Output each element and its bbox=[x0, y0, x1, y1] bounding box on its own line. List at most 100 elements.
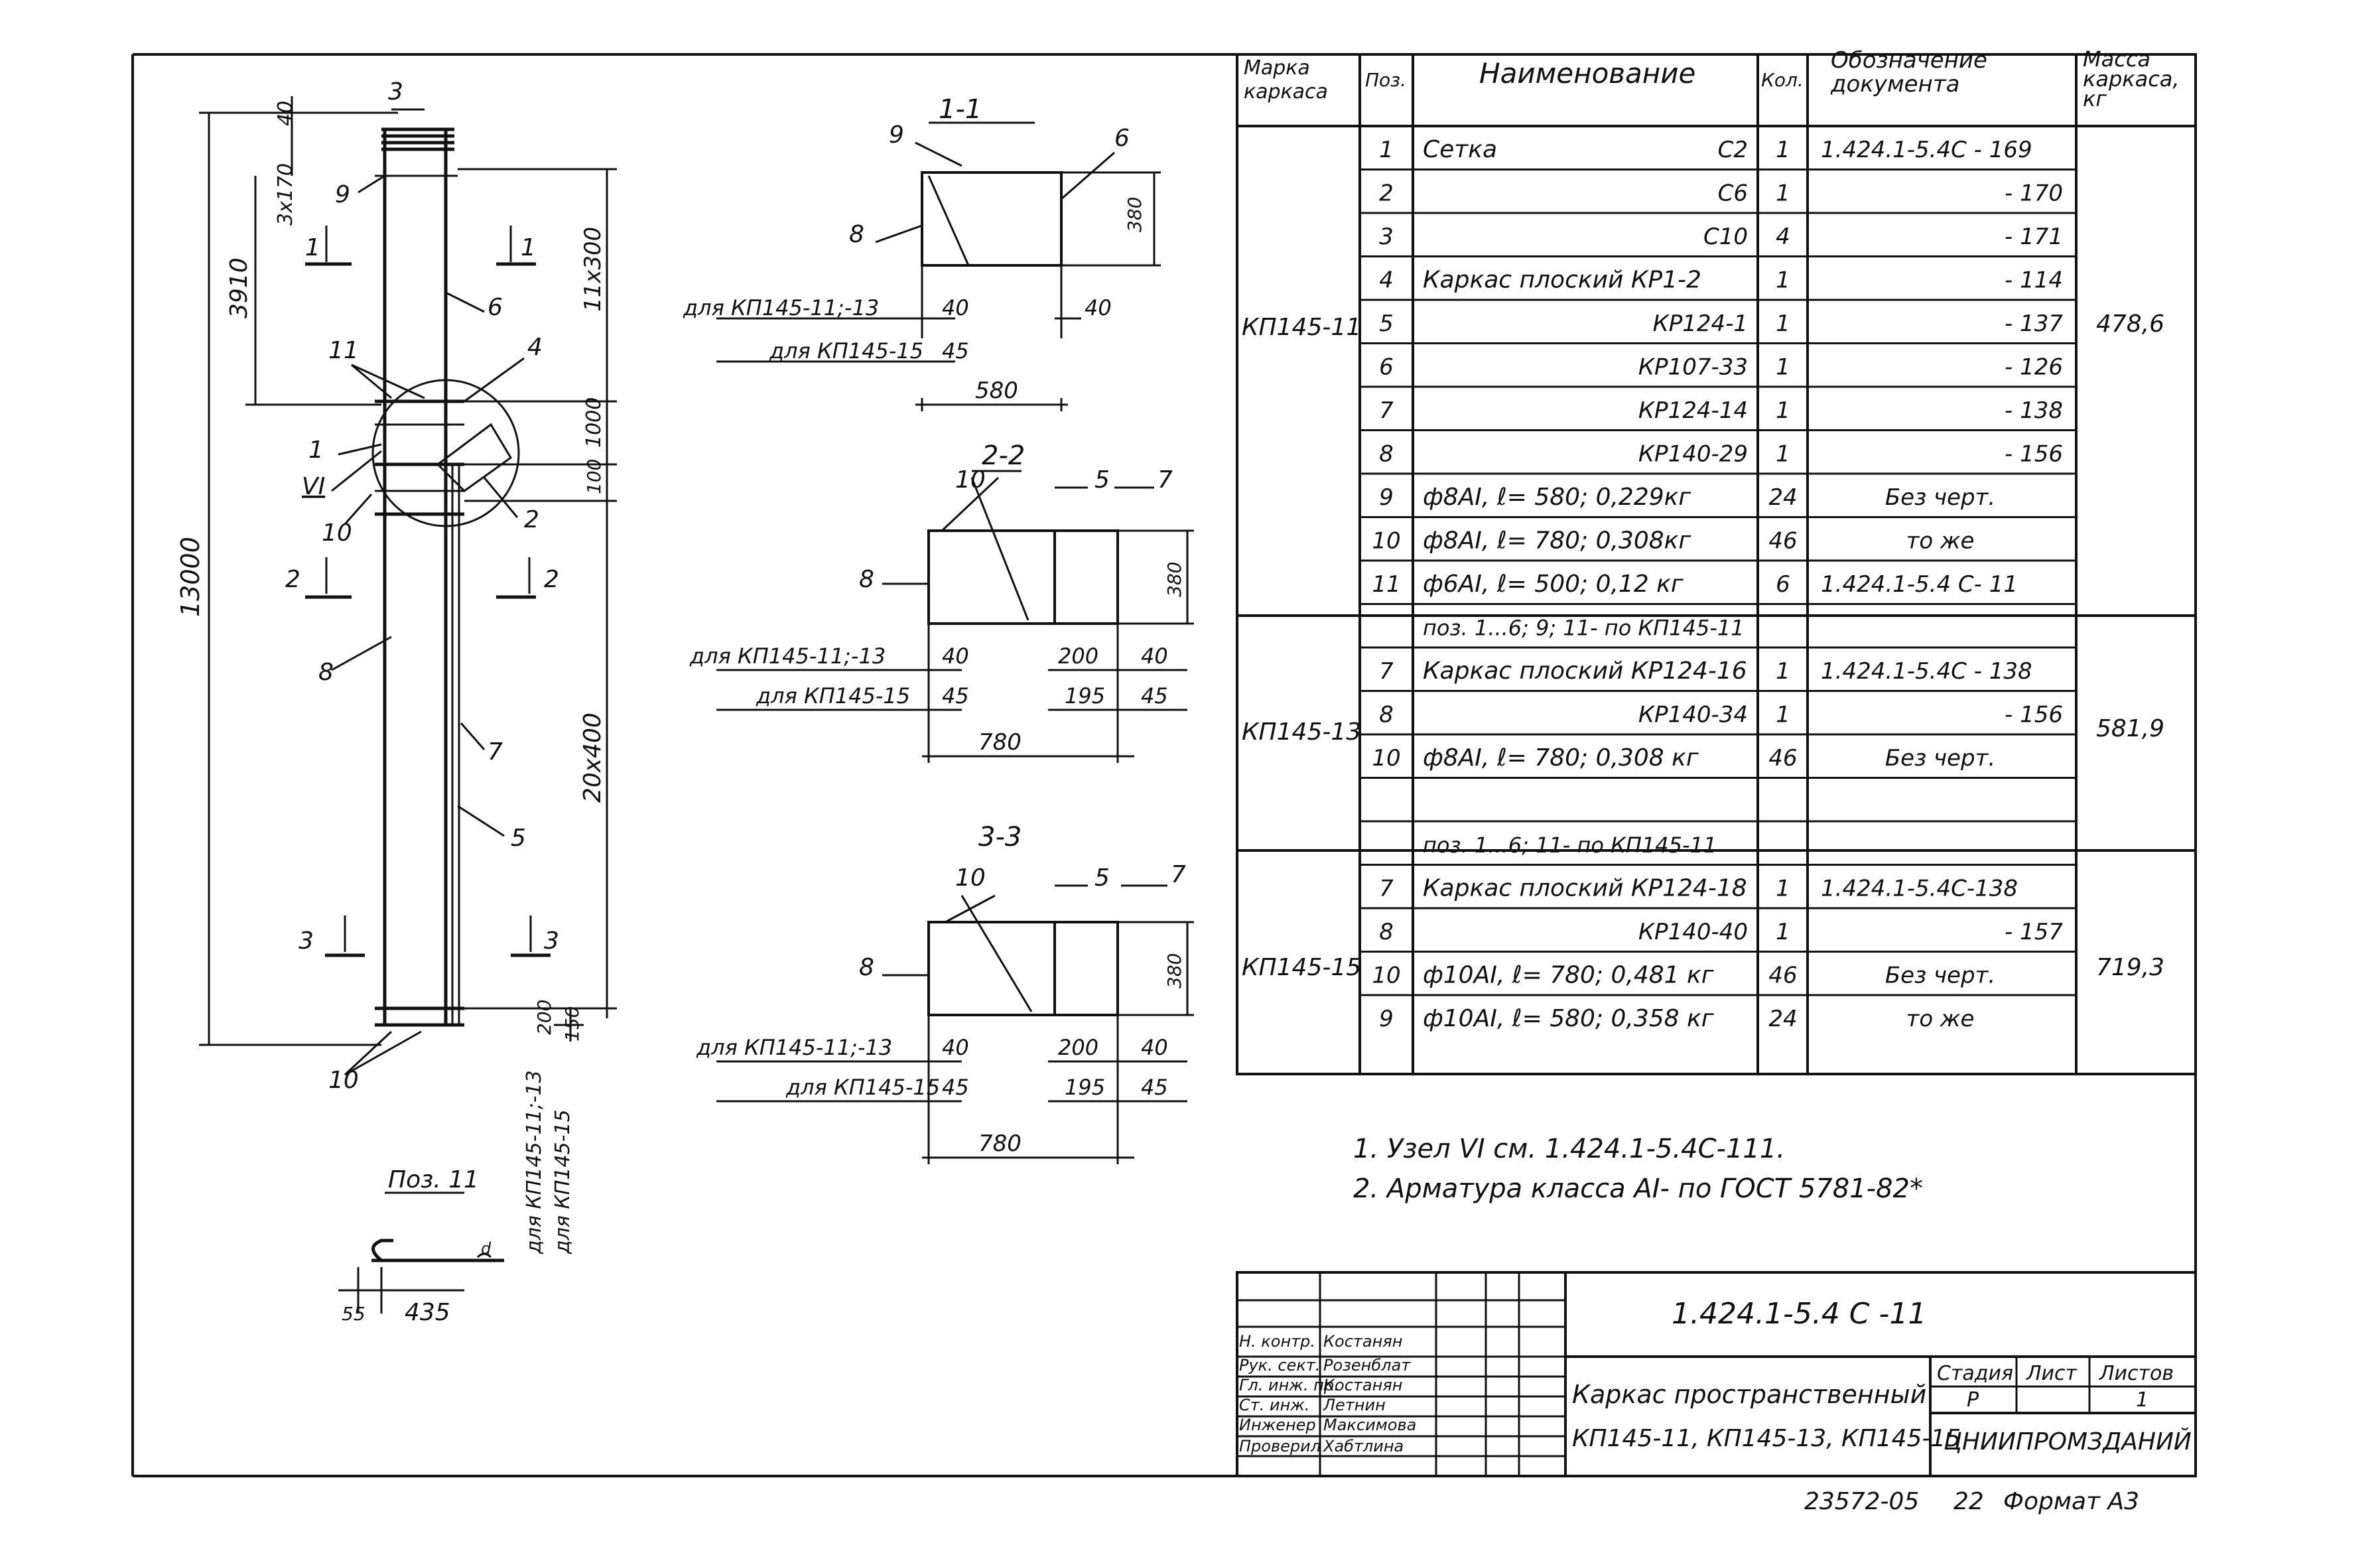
spec-cell-name: поз. 1...6; 11- по КП145-11 bbox=[1423, 833, 1717, 858]
callout-5: 5 bbox=[511, 825, 526, 852]
spec-cell-poz: 9 bbox=[1379, 484, 1394, 511]
header-line: документа bbox=[1830, 71, 1959, 98]
header-line: кг bbox=[2083, 86, 2107, 111]
s22-dim-780: 780 bbox=[978, 729, 1022, 756]
note-kp13-vertical: для КП145-11;-13 bbox=[523, 1070, 546, 1254]
dim-3x170: 3х170 bbox=[274, 163, 297, 226]
group-mass-kp145-15: 719,3 bbox=[2096, 954, 2164, 981]
s33-note-b: для КП145-15 bbox=[785, 1075, 940, 1100]
callout-2: 2 bbox=[524, 506, 539, 533]
group-mass-kp145-11: 478,6 bbox=[2096, 310, 2164, 338]
dim-40-top: 40 bbox=[274, 101, 297, 126]
s22-note-b: для КП145-15 bbox=[756, 683, 910, 709]
cut-3-right: 3 bbox=[544, 927, 559, 955]
title-person: Летнин bbox=[1323, 1396, 1386, 1414]
title-person: Розенблат bbox=[1323, 1356, 1411, 1375]
spec-cell-doc: Без черт. bbox=[1885, 963, 1995, 989]
s33-dim-200: 200 bbox=[1058, 1035, 1098, 1060]
group-mass-kp145-13: 581,9 bbox=[2096, 715, 2164, 742]
header-line: Марка bbox=[1244, 56, 1310, 80]
group-marka-kp145-15: КП145-15 bbox=[1242, 954, 1361, 981]
spec-cell-doc: 1.424.1-5.4 С- 11 bbox=[1821, 571, 2018, 598]
title-name-line1: Каркас пространственный bbox=[1572, 1380, 1926, 1409]
spec-cell-doc: - 157 bbox=[2005, 919, 2063, 945]
spec-cell-doc: 1.424.1-5.4С - 169 bbox=[1821, 137, 2032, 163]
spec-cell-qty: 1 bbox=[1776, 397, 1790, 424]
spec-cell-poz: 7 bbox=[1379, 397, 1394, 424]
s22-dim-380: 380 bbox=[1163, 562, 1185, 597]
stage-label: Стадия bbox=[1937, 1362, 2013, 1385]
spec-cell-qty: 1 bbox=[1776, 137, 1790, 163]
spec-cell-qty: 1 bbox=[1776, 919, 1790, 945]
spec-cell-poz: 9 bbox=[1379, 1006, 1394, 1032]
spec-cell-doc: - 137 bbox=[2005, 310, 2063, 337]
dim-200: 200 bbox=[533, 1000, 555, 1035]
dim-top: 3910 bbox=[226, 257, 253, 318]
s33-dim-40a: 40 bbox=[942, 1035, 969, 1060]
spec-cell-name2: КР107-33 bbox=[1638, 354, 1748, 381]
callout-1-node: 1 bbox=[308, 437, 324, 464]
header-line: каркаса, bbox=[2083, 66, 2180, 92]
spec-cell-name: Каркас плоский КР124-18 bbox=[1423, 875, 1747, 902]
spec-cell-name2: КР140-29 bbox=[1638, 441, 1748, 468]
cut-1-right: 1 bbox=[521, 234, 536, 261]
spec-cell-qty: 1 bbox=[1776, 180, 1790, 207]
s22-dim-45a: 45 bbox=[942, 683, 969, 709]
s11-note-a: для КП145-11;-13 bbox=[683, 295, 879, 320]
note-kp15-vertical: для КП145-15 bbox=[551, 1109, 574, 1254]
callout-10-bottom: 10 bbox=[328, 1067, 359, 1094]
title-person: Костанян bbox=[1323, 1332, 1402, 1351]
spec-cell-qty: 46 bbox=[1768, 745, 1797, 772]
pos11-dim-435: 435 bbox=[405, 1299, 450, 1326]
spec-cell-poz: 8 bbox=[1379, 702, 1394, 728]
spec-cell-poz: 5 bbox=[1379, 310, 1394, 337]
s11-dim-40b: 40 bbox=[1085, 295, 1112, 320]
title-role: Ст. инж. bbox=[1239, 1396, 1310, 1414]
header-name: Наименование bbox=[1479, 57, 1695, 90]
s33-dim-195: 195 bbox=[1065, 1075, 1105, 1100]
spec-cell-poz: 4 bbox=[1379, 267, 1394, 294]
header-line: Масса bbox=[2083, 46, 2150, 72]
title-role: Рук. сект. bbox=[1239, 1356, 1321, 1375]
sheets-value: 1 bbox=[2136, 1388, 2149, 1412]
spec-cell-name: Каркас плоский КР1-2 bbox=[1423, 267, 1701, 294]
s11-dim-40a: 40 bbox=[942, 295, 969, 320]
spec-cell-name: Сетка bbox=[1423, 136, 1497, 163]
spec-cell-name2: КР124-1 bbox=[1653, 310, 1748, 337]
s33-callout-10: 10 bbox=[955, 864, 986, 892]
s33-dim-380: 380 bbox=[1163, 953, 1185, 988]
spec-cell-doc: - 156 bbox=[2005, 441, 2063, 468]
group-marka-kp145-11: КП145-11 bbox=[1242, 314, 1361, 341]
spec-cell-qty: 1 bbox=[1776, 441, 1790, 468]
pos11-dim-55: 55 bbox=[342, 1303, 365, 1325]
dim-100: 100 bbox=[583, 459, 605, 494]
spec-cell-name2: КР124-14 bbox=[1638, 397, 1748, 424]
spec-cell-name: поз. 1...6; 9; 11- по КП145-11 bbox=[1423, 616, 1745, 641]
spec-cell-qty: 46 bbox=[1768, 528, 1797, 555]
s22-note-a: для КП145-11;-13 bbox=[689, 643, 886, 669]
spec-cell-doc: - 138 bbox=[2005, 397, 2063, 424]
spec-cell-poz: 2 bbox=[1379, 180, 1394, 207]
spec-cell-qty: 1 bbox=[1776, 658, 1790, 685]
spec-cell-poz: 10 bbox=[1372, 963, 1400, 989]
spec-cell-name: ф6АI, ℓ= 500; 0,12 кг bbox=[1423, 571, 1684, 598]
s33-dim-40b: 40 bbox=[1141, 1035, 1168, 1060]
cut-3-left: 3 bbox=[298, 927, 314, 955]
spec-cell-poz: 8 bbox=[1379, 441, 1394, 468]
spec-cell-poz: 7 bbox=[1379, 876, 1394, 902]
spec-cell-doc: - 126 bbox=[2005, 354, 2063, 381]
s22-dim-200: 200 bbox=[1058, 643, 1098, 669]
spec-cell-name2: С6 bbox=[1718, 180, 1748, 207]
spec-cell-poz: 3 bbox=[1379, 224, 1394, 250]
s11-dim-380: 380 bbox=[1124, 197, 1146, 232]
dim-150: 150 bbox=[561, 1006, 583, 1042]
spec-cell-poz: 6 bbox=[1379, 354, 1394, 381]
header-poz: Поз. bbox=[1365, 69, 1406, 91]
s11-dim-580: 580 bbox=[975, 377, 1018, 404]
s33-callout-8: 8 bbox=[859, 954, 874, 981]
s11-note-b: для КП145-15 bbox=[769, 338, 923, 364]
